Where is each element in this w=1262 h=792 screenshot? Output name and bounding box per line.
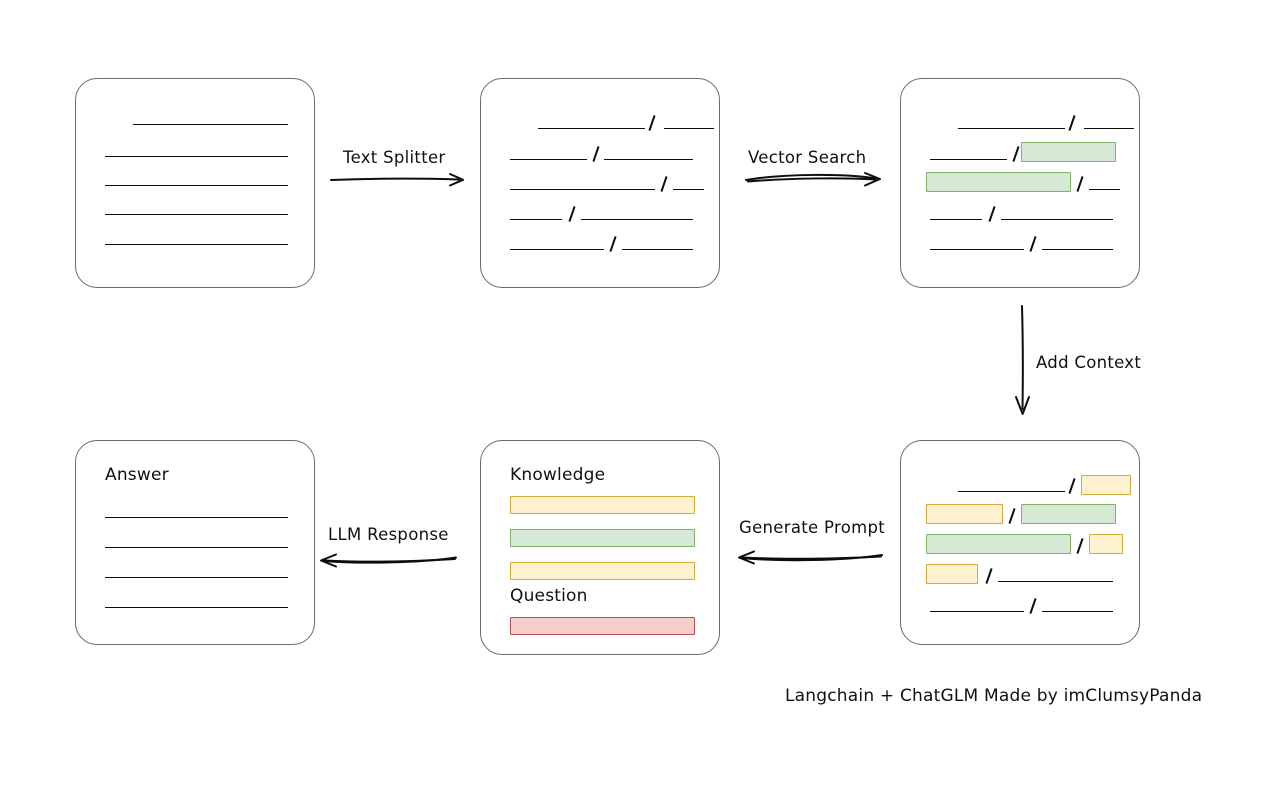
chunk-separator-slash bbox=[988, 206, 996, 222]
matched-chunk-highlight bbox=[926, 172, 1071, 192]
context-chunk-highlight bbox=[1021, 504, 1116, 524]
chunk-separator-slash bbox=[1068, 478, 1076, 494]
context-chunk-highlight bbox=[926, 564, 978, 584]
edge-label-add-context: Add Context bbox=[1036, 353, 1142, 372]
context-chunk-highlight bbox=[926, 534, 1071, 554]
chunk-separator-slash bbox=[985, 568, 993, 584]
chunk-segment bbox=[930, 219, 982, 220]
edge-label-vector-search: Vector Search bbox=[748, 148, 867, 167]
prompt-content: Knowledge Question bbox=[481, 441, 719, 654]
answer-content: Answer bbox=[76, 441, 314, 644]
answer-line bbox=[105, 547, 288, 548]
chunk-segment bbox=[510, 189, 655, 190]
chunk-segment bbox=[958, 491, 1065, 492]
document-line bbox=[105, 156, 288, 157]
chunk-segment bbox=[1042, 249, 1113, 250]
document-line bbox=[105, 244, 288, 245]
chunk-segment bbox=[1084, 128, 1134, 129]
answer-label: Answer bbox=[105, 465, 169, 485]
split-chunks-card[interactable] bbox=[480, 78, 720, 288]
document-line bbox=[105, 214, 288, 215]
chunk-segment bbox=[581, 219, 693, 220]
question-label: Question bbox=[510, 586, 588, 606]
prompt-card[interactable]: Knowledge Question bbox=[480, 440, 720, 655]
arrow-add-context bbox=[1015, 305, 1030, 415]
matched-chunks-card[interactable] bbox=[900, 78, 1140, 288]
chunk-segment bbox=[664, 128, 714, 129]
context-chunks-rows bbox=[901, 441, 1139, 644]
chunk-separator-slash bbox=[568, 206, 576, 222]
chunk-segment bbox=[1042, 611, 1113, 612]
chunk-separator-slash bbox=[648, 115, 656, 131]
chunk-segment bbox=[930, 611, 1024, 612]
credit-text: Langchain + ChatGLM Made by imClumsyPand… bbox=[785, 686, 1203, 706]
source-document-lines bbox=[76, 79, 314, 287]
knowledge-bar-yellow-1 bbox=[510, 496, 695, 514]
knowledge-bar-green-1 bbox=[510, 529, 695, 547]
matched-chunk-highlight bbox=[1021, 142, 1116, 162]
question-bar-red bbox=[510, 617, 695, 635]
arrow-llm-response bbox=[320, 553, 457, 568]
chunk-segment bbox=[510, 159, 587, 160]
edge-label-llm-response: LLM Response bbox=[328, 525, 449, 544]
context-chunk-highlight bbox=[1081, 475, 1131, 495]
context-chunk-highlight bbox=[926, 504, 1003, 524]
knowledge-bar-yellow-2 bbox=[510, 562, 695, 580]
chunk-separator-slash bbox=[660, 176, 668, 192]
document-line bbox=[133, 124, 288, 125]
chunk-separator-slash bbox=[1029, 236, 1037, 252]
context-chunks-card[interactable] bbox=[900, 440, 1140, 645]
chunk-segment bbox=[1001, 219, 1113, 220]
source-document-card[interactable] bbox=[75, 78, 315, 288]
answer-line bbox=[105, 607, 288, 608]
chunk-separator-slash bbox=[1076, 176, 1084, 192]
chunk-segment bbox=[673, 189, 704, 190]
chunk-separator-slash bbox=[609, 236, 617, 252]
answer-card[interactable]: Answer bbox=[75, 440, 315, 645]
edge-label-text-splitter: Text Splitter bbox=[343, 148, 446, 167]
chunk-segment bbox=[510, 219, 562, 220]
chunk-separator-slash bbox=[1029, 598, 1037, 614]
matched-chunks-rows bbox=[901, 79, 1139, 287]
chunk-segment bbox=[622, 249, 693, 250]
edge-label-generate-prompt: Generate Prompt bbox=[739, 518, 885, 537]
chunk-separator-slash bbox=[1076, 538, 1084, 554]
chunk-segment bbox=[930, 159, 1007, 160]
knowledge-label: Knowledge bbox=[510, 465, 606, 485]
arrow-generate-prompt bbox=[738, 550, 883, 565]
chunk-segment bbox=[930, 249, 1024, 250]
chunk-separator-slash bbox=[1012, 146, 1020, 162]
arrow-text-splitter bbox=[330, 173, 464, 187]
chunk-separator-slash bbox=[592, 146, 600, 162]
chunk-segment bbox=[604, 159, 693, 160]
chunk-segment bbox=[998, 581, 1113, 582]
chunk-separator-slash bbox=[1008, 508, 1016, 524]
context-chunk-highlight bbox=[1089, 534, 1123, 554]
document-line bbox=[105, 185, 288, 186]
answer-line bbox=[105, 577, 288, 578]
chunk-segment bbox=[538, 128, 645, 129]
chunk-segment bbox=[510, 249, 604, 250]
arrow-vector-search bbox=[745, 172, 881, 187]
chunk-segment bbox=[1089, 189, 1120, 190]
chunk-segment bbox=[958, 128, 1065, 129]
chunk-separator-slash bbox=[1068, 115, 1076, 131]
split-chunks-rows bbox=[481, 79, 719, 287]
answer-line bbox=[105, 517, 288, 518]
